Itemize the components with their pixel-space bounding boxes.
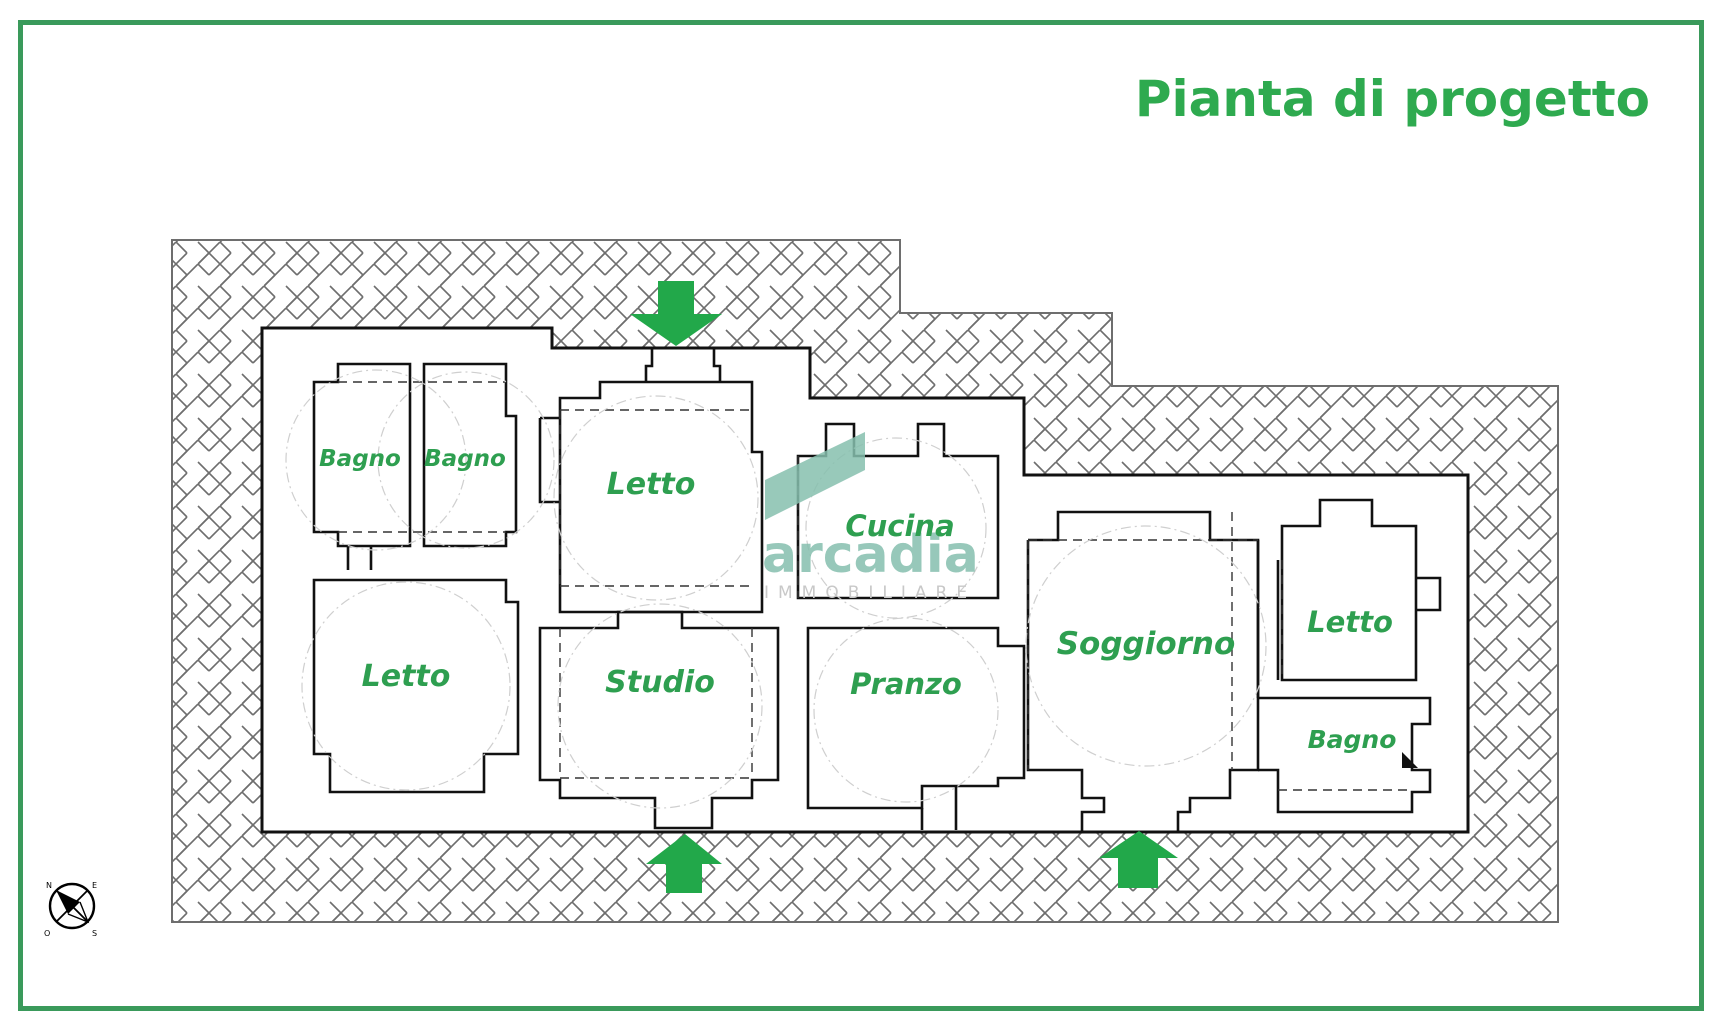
drawing-frame bbox=[18, 20, 1704, 1011]
shaft-marker-icon bbox=[1402, 752, 1418, 768]
room-label-bagno-2: Bagno bbox=[424, 446, 506, 472]
room-label-studio: Studio bbox=[605, 665, 715, 700]
plan-title: Pianta di progetto bbox=[1134, 70, 1650, 128]
room-label-letto-1: Letto bbox=[607, 467, 696, 502]
entrance-arrow-south-soggiorno-icon bbox=[1099, 831, 1178, 888]
watermark-subtitle: IMMOBILIARE bbox=[764, 583, 976, 603]
room-label-bagno-3: Bagno bbox=[1308, 725, 1397, 754]
room-label-letto-3: Letto bbox=[1307, 605, 1393, 639]
circle-guides bbox=[285, 369, 1267, 809]
watermark: arcadia IMMOBILIARE bbox=[762, 432, 979, 603]
room-labels: Bagno Bagno Letto Cucina Letto Studio Pr… bbox=[319, 446, 1396, 754]
entrance-arrow-south-studio-icon bbox=[646, 834, 722, 893]
compass-east-letter: E bbox=[92, 881, 97, 890]
room-label-letto-2: Letto bbox=[362, 659, 451, 694]
compass-west-letter: O bbox=[44, 929, 50, 938]
room-label-cucina: Cucina bbox=[845, 509, 954, 543]
compass-south-letter: S bbox=[92, 929, 97, 938]
compass-rose-icon: N E S O bbox=[44, 881, 97, 938]
entrance-arrow-north-icon bbox=[630, 281, 722, 346]
compass-north-letter: N bbox=[46, 881, 52, 890]
watermark-brand: arcadia bbox=[762, 525, 979, 585]
watermark-logo-icon bbox=[765, 432, 865, 520]
dashed-overlay bbox=[338, 381, 1412, 791]
entrance-arrows bbox=[630, 281, 1178, 893]
room-label-pranzo: Pranzo bbox=[850, 667, 962, 701]
room-label-bagno-1: Bagno bbox=[319, 446, 401, 472]
room-label-soggiorno: Soggiorno bbox=[1057, 626, 1236, 662]
